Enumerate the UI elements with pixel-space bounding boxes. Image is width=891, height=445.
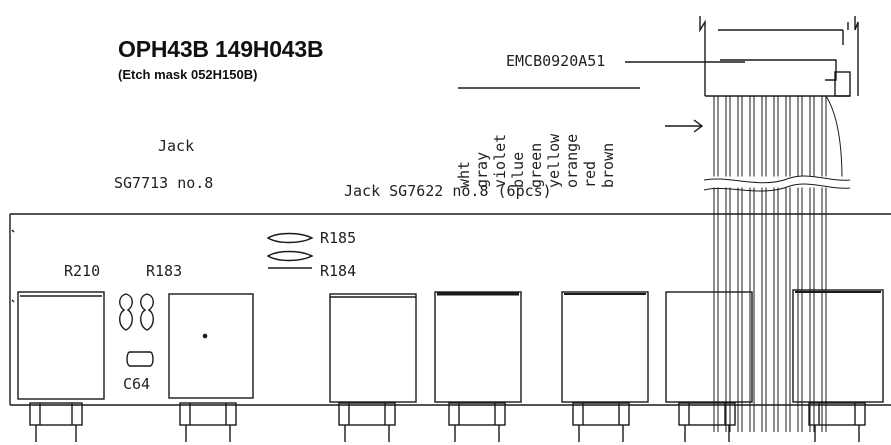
wire-color-5: yellow [545, 133, 563, 188]
jack-barrel-2 [179, 402, 237, 442]
board-dot [202, 333, 208, 339]
label-r184: R184 [320, 262, 357, 280]
jack-body-6 [665, 291, 753, 403]
ribbon-connector [699, 16, 859, 97]
jack-left-label: Jack [158, 137, 195, 155]
jack-body-2 [168, 293, 254, 399]
jack-body-7 [792, 289, 884, 403]
resistor-symbol-pair [119, 293, 154, 331]
wire-color-list: wht gray violet blue green yellow orange… [455, 88, 840, 188]
jack-barrel-3 [338, 402, 396, 442]
label-r185: R185 [320, 229, 357, 247]
wire-color-2: violet [491, 133, 509, 188]
wire-color-7: red [581, 160, 599, 188]
jack-body-1 [17, 291, 105, 400]
jack-body-3 [329, 293, 417, 403]
page-title: OPH43B 149H043B [118, 36, 324, 62]
jack-barrel-1 [29, 402, 83, 442]
label-r183: R183 [146, 262, 183, 280]
jack-body-5 [561, 291, 649, 403]
resistor-symbol-r185-r184 [266, 232, 314, 269]
wire-color-8: brown [599, 142, 617, 188]
jack-body-4 [434, 291, 522, 403]
jack-left-model: SG7713 no.8 [114, 174, 214, 192]
color-arrow [665, 119, 704, 133]
pcb-outline [9, 213, 891, 406]
jack-main-label: Jack SG7622 no.8 (6pcs) [344, 182, 552, 200]
etch-mask-subtitle: (Etch mask 052H150B) [118, 67, 258, 82]
jack-barrel-5 [572, 402, 630, 442]
wire-color-6: orange [563, 133, 581, 188]
jack-barrel-4 [448, 402, 506, 442]
label-c64: C64 [123, 375, 151, 393]
capacitor-symbol [126, 351, 154, 367]
jack-barrel-6 [678, 402, 736, 442]
label-r210: R210 [64, 262, 101, 280]
pcb-edge-detail [11, 229, 15, 303]
jack-barrel-7 [808, 402, 866, 442]
connector-part-number: EMCB0920A51 [506, 52, 606, 70]
ribbon-cable [703, 95, 851, 432]
